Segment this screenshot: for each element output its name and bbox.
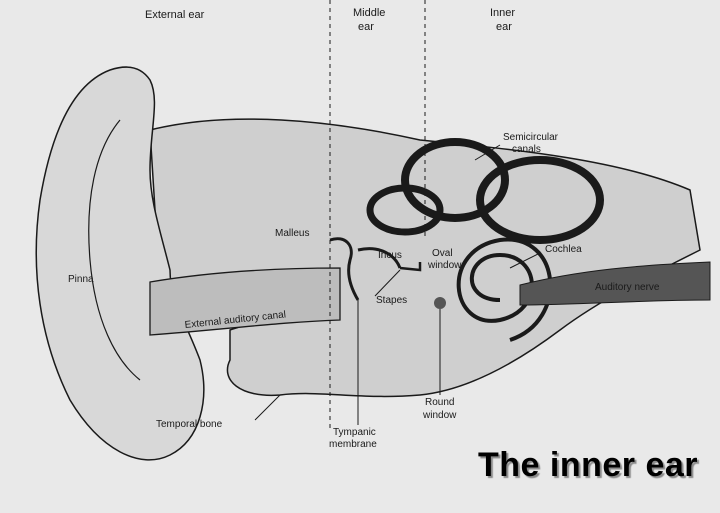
label-temporal-bone: Temporal bone [156,419,223,430]
header-external-ear: External ear [145,9,205,21]
label-tympanic-line2: membrane [329,439,377,450]
label-malleus: Malleus [275,228,309,239]
header-middle-ear-line1: Middle [353,7,385,19]
round-window-mark [434,297,446,309]
label-semicircular-line1: Semicircular [503,132,559,143]
label-oval-line1: Oval [432,248,453,259]
label-pinna: Pinna [68,274,94,285]
label-round-line2: window [422,410,457,421]
label-oval-line2: window [427,260,462,271]
label-cochlea: Cochlea [545,244,582,255]
label-stapes: Stapes [376,295,407,306]
header-inner-ear-line2: ear [496,21,512,33]
label-tympanic-line1: Tympanic [333,427,376,438]
header-inner-ear-line1: Inner [490,7,515,19]
slide-caption: The inner ear [478,446,698,485]
label-auditory-nerve: Auditory nerve [595,282,660,293]
header-middle-ear-line2: ear [358,21,374,33]
pointer-temporal [255,395,280,420]
label-round-line1: Round [425,397,454,408]
label-incus: Incus [378,250,402,261]
label-semicircular-line2: canals [512,144,541,155]
